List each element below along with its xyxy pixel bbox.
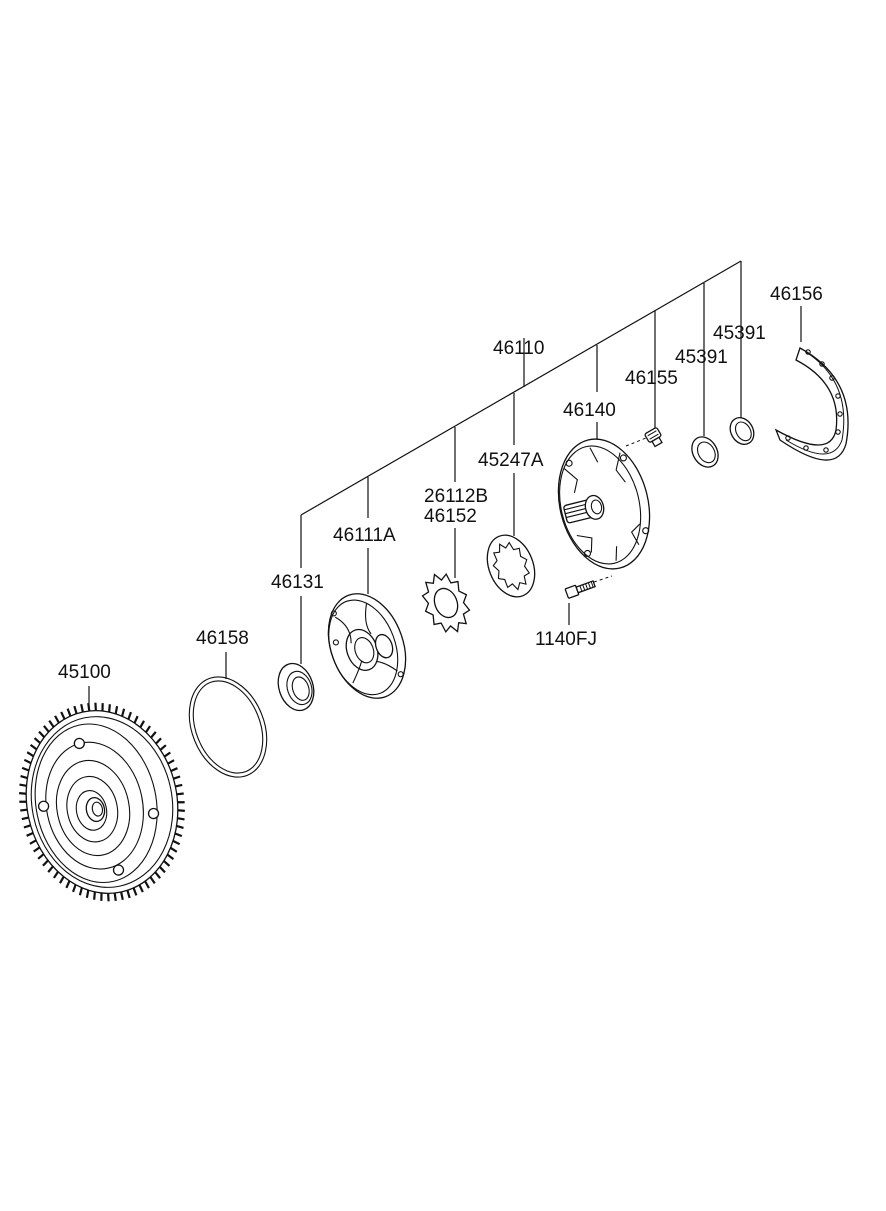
label-46156: 46156: [770, 284, 823, 305]
torque-converter-45100: [19, 702, 185, 902]
oil-seal-46131: [277, 662, 315, 712]
label-45100: 45100: [58, 662, 111, 683]
label-26112B: 26112B: [424, 486, 488, 507]
pump-housing-46111A: [327, 593, 407, 699]
o-ring-46158: [188, 676, 268, 778]
bolt-axis-dash: [593, 575, 613, 583]
label-46158: 46158: [196, 628, 249, 649]
outer-gear-45247A: [486, 534, 536, 598]
seal-ring-45391a: [691, 436, 719, 468]
label-46110: 46110: [493, 338, 544, 359]
bolt-1140FJ: [564, 580, 596, 599]
label-1140FJ: 1140FJ: [535, 629, 597, 650]
bracket-46110-line: [300, 260, 742, 516]
part-labels: 45100 46158 46131 46111A 26112B 46152 45…: [58, 284, 823, 683]
pump-cover-46140: [557, 438, 651, 570]
plug-axis-dash: [625, 437, 647, 447]
leader-lines: [88, 260, 802, 708]
label-46111A: 46111A: [333, 525, 396, 546]
seal-ring-45391b: [729, 417, 755, 445]
gasket-46156: [774, 347, 849, 461]
inner-gear-26112B: [421, 572, 471, 634]
label-46152: 46152: [424, 506, 477, 527]
label-45391-a: 45391: [675, 347, 728, 368]
ring-gear-teeth: [19, 702, 185, 902]
label-45247A: 45247A: [478, 450, 544, 471]
plug-46155: [644, 427, 663, 448]
label-45391-b: 45391: [713, 323, 766, 344]
label-46140: 46140: [563, 400, 616, 421]
label-46155: 46155: [625, 368, 678, 389]
label-46131: 46131: [271, 572, 324, 593]
